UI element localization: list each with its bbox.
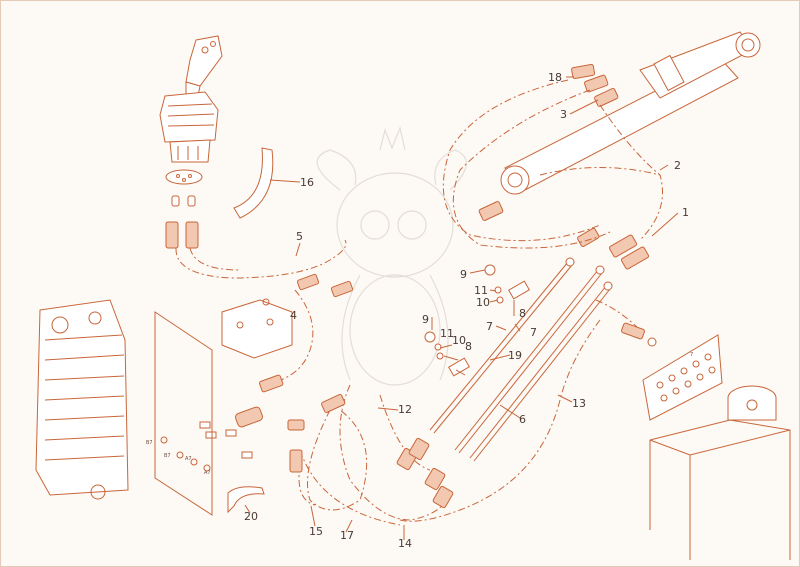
callout-2: 2: [674, 159, 681, 172]
port-label-b7-1: B7: [146, 440, 153, 446]
callout-10b: 10: [452, 334, 466, 347]
callout-9a: 9: [460, 268, 467, 281]
port-label-a7-2: A7: [204, 470, 211, 476]
small-fittings: [199, 264, 657, 514]
port-label-a7-1: A7: [185, 456, 192, 462]
callout-4: 4: [290, 309, 297, 322]
callout-8a: 8: [519, 307, 526, 320]
callout-3: 3: [560, 108, 567, 121]
callout-17: 17: [340, 529, 354, 542]
hose-routes: [175, 79, 663, 526]
callout-16: 16: [300, 176, 314, 189]
callout-15: 15: [309, 525, 323, 538]
mounting-plate: B7 B7 A7 A7: [146, 311, 213, 516]
watermark-mascot: [316, 125, 467, 386]
control-valve-bank: [35, 299, 129, 500]
joystick-handle: [159, 35, 223, 185]
callout-6: 6: [519, 413, 526, 426]
callout-13: 13: [572, 397, 586, 410]
callout-18: 18: [548, 71, 562, 84]
cylinder-fittings: [478, 63, 650, 270]
callout-5: 5: [296, 230, 303, 243]
callout-11b: 11: [440, 327, 454, 340]
pilot-valve-block: [221, 298, 293, 359]
joystick-fittings: [165, 195, 199, 249]
leader-lines: [244, 76, 679, 540]
callout-7b: 7: [530, 326, 537, 339]
callout-11a: 11: [474, 284, 488, 297]
hole-plate: 7: [642, 334, 723, 421]
callout-8b: 8: [465, 340, 472, 353]
port-label-b7-2: B7: [164, 453, 171, 459]
cab-frame: [649, 385, 791, 560]
hose-16: [233, 147, 274, 219]
callout-1: 1: [682, 206, 689, 219]
callout-9b: 9: [422, 313, 429, 326]
callout-20: 20: [244, 510, 258, 523]
plate-label: 7: [690, 352, 693, 358]
boom-cylinder: [500, 31, 761, 195]
rigid-tubes: [429, 257, 613, 462]
callout-12: 12: [398, 403, 412, 416]
callout-19: 19: [508, 349, 522, 362]
callout-14: 14: [398, 537, 412, 550]
callout-7a: 7: [486, 320, 493, 333]
callout-labels: 18 3 2 1 16 5 4 9 11 10 8 7 7 9 11 10 8 …: [244, 71, 689, 550]
callout-10a: 10: [476, 296, 490, 309]
